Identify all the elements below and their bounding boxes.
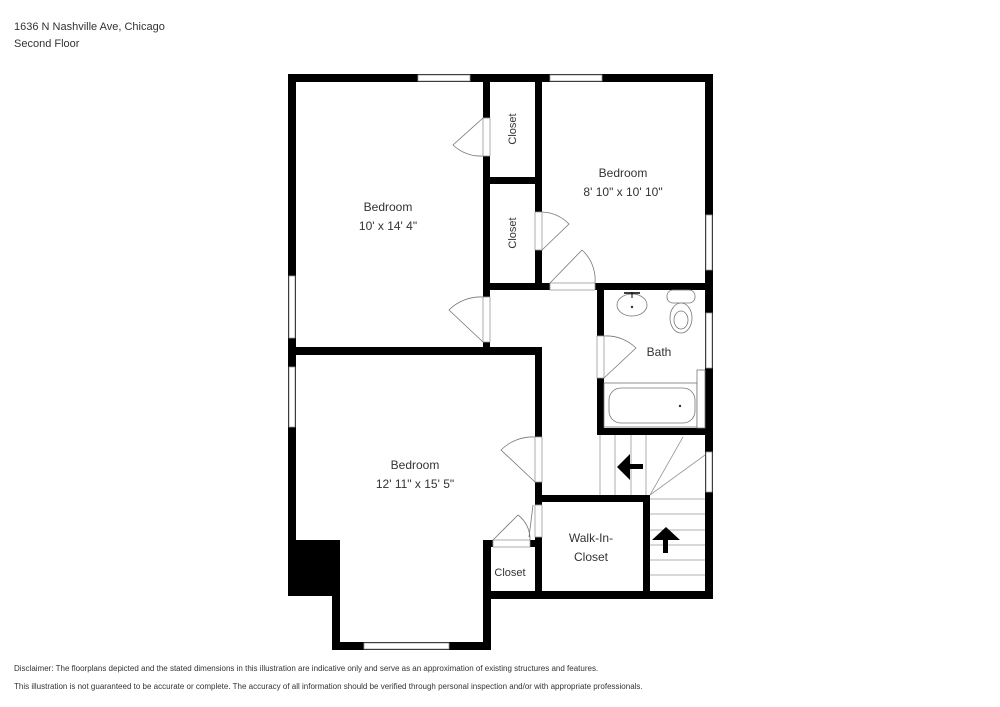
window-left-lower	[288, 366, 296, 428]
room-name-closet-small: Closet	[494, 567, 525, 579]
room-dims-bedroom-nw: 10' x 14' 4"	[359, 219, 417, 233]
window-right-bath	[705, 312, 713, 369]
property-address: 1636 N Nashville Ave, Chicago	[14, 21, 165, 33]
toilet-tank-icon	[666, 289, 696, 304]
windows	[288, 74, 713, 650]
window-bottom	[363, 642, 450, 650]
bathtub-icon	[608, 387, 696, 424]
room-dims-bedroom-sw: 12' 11" x 15' 5"	[376, 477, 454, 491]
interior-walls	[288, 74, 713, 599]
doors	[448, 117, 637, 548]
disclaimer-line-2: This illustration is not guaranteed to b…	[14, 682, 643, 691]
room-name-closet-middle: Closet	[507, 217, 519, 248]
room-labels: Bedroom 10' x 14' 4" Bedroom 8' 10" x 10…	[359, 113, 671, 579]
stairs	[599, 435, 706, 576]
window-right-stairs	[705, 451, 713, 493]
bath-fixtures	[603, 289, 706, 429]
room-name-bedroom-ne: Bedroom	[599, 166, 648, 180]
floor-label: Second Floor	[14, 38, 80, 50]
disclaimer-line-1: Disclaimer: The floorplans depicted and …	[14, 664, 599, 673]
room-name-bedroom-sw: Bedroom	[391, 458, 440, 472]
room-dims-bedroom-ne: 8' 10" x 10' 10"	[583, 185, 662, 199]
room-name-bath: Bath	[647, 345, 672, 359]
room-name-walkin-2: Closet	[574, 550, 609, 564]
stair-arrow-left-icon	[617, 454, 630, 480]
window-top-right	[549, 74, 603, 82]
window-top-left	[417, 74, 471, 82]
room-name-bedroom-nw: Bedroom	[364, 200, 413, 214]
window-right-bedroom	[705, 214, 713, 271]
room-name-walkin-1: Walk-In-	[569, 531, 613, 545]
room-name-closet-upper: Closet	[507, 113, 519, 144]
window-left-upper	[288, 275, 296, 339]
stair-arrow-up-icon	[652, 527, 680, 540]
